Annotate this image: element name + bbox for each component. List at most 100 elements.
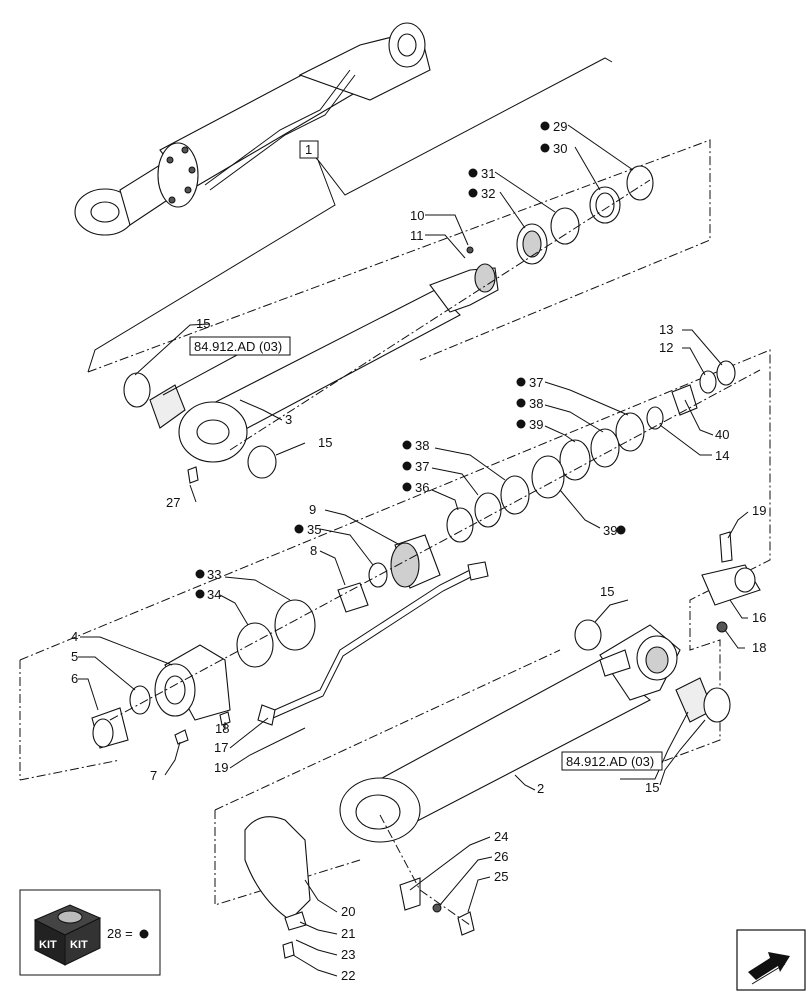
leader-lines bbox=[78, 124, 749, 977]
callout-labels: 29 30 31 32 10 11 15 15 15 15 3 27 13 12… bbox=[71, 119, 766, 983]
reference-link-bottom[interactable]: 84.912.AD (03) bbox=[561, 751, 663, 771]
piston-group-outline-bottom bbox=[19, 759, 121, 781]
piston-group-outline bbox=[19, 349, 771, 771]
callout-38-left: 38 bbox=[415, 438, 429, 453]
callout-37-right: 37 bbox=[529, 375, 543, 390]
callout-15c: 15 bbox=[600, 584, 614, 599]
callout-2: 2 bbox=[537, 781, 544, 796]
kit-equation: 28 = bbox=[107, 926, 133, 941]
filled-dot-icon bbox=[540, 121, 550, 131]
callout-19-right: 19 bbox=[752, 503, 766, 518]
barrel-group-outline-top bbox=[214, 649, 561, 811]
barrel-centerline bbox=[379, 814, 471, 926]
callout-38-right: 38 bbox=[529, 396, 543, 411]
bushing-ring-15c bbox=[574, 619, 602, 651]
filled-dot-icon bbox=[402, 440, 412, 450]
pipe-flange-19 bbox=[467, 561, 489, 581]
filled-dot-icon bbox=[294, 524, 304, 534]
callout-3: 3 bbox=[285, 412, 292, 427]
callout-31: 31 bbox=[481, 166, 495, 181]
filled-dot-icon bbox=[540, 143, 550, 153]
bracket-16-port bbox=[734, 567, 756, 593]
bushing-ring-15b bbox=[247, 445, 277, 479]
callout-17: 17 bbox=[214, 740, 228, 755]
seal-34 bbox=[236, 622, 274, 668]
reference-link-top[interactable]: 84.912.AD (03) bbox=[189, 336, 291, 356]
ring-12 bbox=[699, 370, 717, 394]
reference-link-bottom-label: 84.912.AD (03) bbox=[566, 754, 654, 769]
seal-ring-31 bbox=[550, 207, 580, 245]
oring-33 bbox=[274, 599, 316, 651]
callout-25: 25 bbox=[494, 869, 508, 884]
bolt-18 bbox=[219, 711, 231, 726]
seal-39-right bbox=[559, 439, 591, 481]
washer-26 bbox=[432, 903, 442, 913]
bolt-7 bbox=[174, 729, 189, 745]
bushing-8 bbox=[337, 582, 369, 613]
pipe-flange-17 bbox=[257, 704, 276, 726]
pipe-clamp-20 bbox=[244, 816, 311, 921]
bolt-27 bbox=[187, 466, 199, 484]
ring-5 bbox=[129, 685, 151, 715]
callout-8: 8 bbox=[310, 543, 317, 558]
pipe bbox=[269, 569, 471, 713]
seal-38-right bbox=[590, 428, 620, 468]
filled-dot-icon bbox=[468, 168, 478, 178]
seal-ring-29 bbox=[626, 165, 654, 201]
callout-10: 10 bbox=[410, 208, 424, 223]
callout-36: 36 bbox=[415, 480, 429, 495]
filled-dot-icon bbox=[402, 482, 412, 492]
piston-9-face bbox=[390, 542, 420, 588]
callout-30: 30 bbox=[553, 141, 567, 156]
callout-23: 23 bbox=[341, 947, 355, 962]
callout-26: 26 bbox=[494, 849, 508, 864]
callout-14: 14 bbox=[715, 448, 729, 463]
callout-34: 34 bbox=[207, 587, 221, 602]
callout-21: 21 bbox=[341, 926, 355, 941]
seal-38-left bbox=[500, 475, 530, 515]
seal-ring-32-inner bbox=[522, 230, 542, 258]
callout-18-right: 18 bbox=[752, 640, 766, 655]
filled-dot-icon bbox=[468, 188, 478, 198]
callout-7: 7 bbox=[150, 768, 157, 783]
next-page-arrow-icon[interactable] bbox=[736, 929, 806, 991]
filled-dot-icon bbox=[195, 589, 205, 599]
filled-dot-icon bbox=[195, 569, 205, 579]
kit-box-icon: KIT KIT bbox=[33, 904, 102, 966]
bushing-15-shade bbox=[149, 384, 186, 429]
ring-35 bbox=[368, 562, 388, 588]
bracket-24 bbox=[399, 877, 421, 911]
callout-20: 20 bbox=[341, 904, 355, 919]
kit-legend: KIT KIT 28 = bbox=[19, 889, 161, 976]
bushing-ring-15a bbox=[123, 372, 151, 408]
seal-37-left bbox=[474, 492, 502, 528]
callout-15a: 15 bbox=[196, 316, 210, 331]
ring-13 bbox=[716, 360, 736, 386]
callout-13: 13 bbox=[659, 322, 673, 337]
rod-group-outline bbox=[87, 139, 711, 373]
piston-centerline bbox=[109, 369, 761, 721]
rod-centerline bbox=[229, 179, 651, 451]
filled-dot-icon bbox=[516, 377, 526, 387]
kit-marker-dots bbox=[195, 121, 626, 599]
filled-dot-icon bbox=[402, 461, 412, 471]
callout-19-left: 19 bbox=[214, 760, 228, 775]
reference-link-top-label: 84.912.AD (03) bbox=[194, 339, 282, 354]
callout-12: 12 bbox=[659, 340, 673, 355]
cylinder-assembly-illustration bbox=[74, 22, 431, 236]
callout-5: 5 bbox=[71, 649, 78, 664]
callout-24: 24 bbox=[494, 829, 508, 844]
callout-35: 35 bbox=[307, 522, 321, 537]
callout-11: 11 bbox=[410, 228, 424, 243]
seal-ring-30-inner bbox=[595, 192, 615, 218]
callout-box-1 bbox=[299, 140, 319, 159]
bolt-25 bbox=[457, 911, 475, 936]
kit-label-1: KIT bbox=[39, 939, 57, 951]
callout-6: 6 bbox=[71, 671, 78, 686]
callout-22: 22 bbox=[341, 968, 355, 983]
callout-1: 1 bbox=[305, 142, 312, 157]
callout-33: 33 bbox=[207, 567, 221, 582]
filled-dot-icon bbox=[616, 525, 626, 535]
callout-39-right: 39 bbox=[529, 417, 543, 432]
